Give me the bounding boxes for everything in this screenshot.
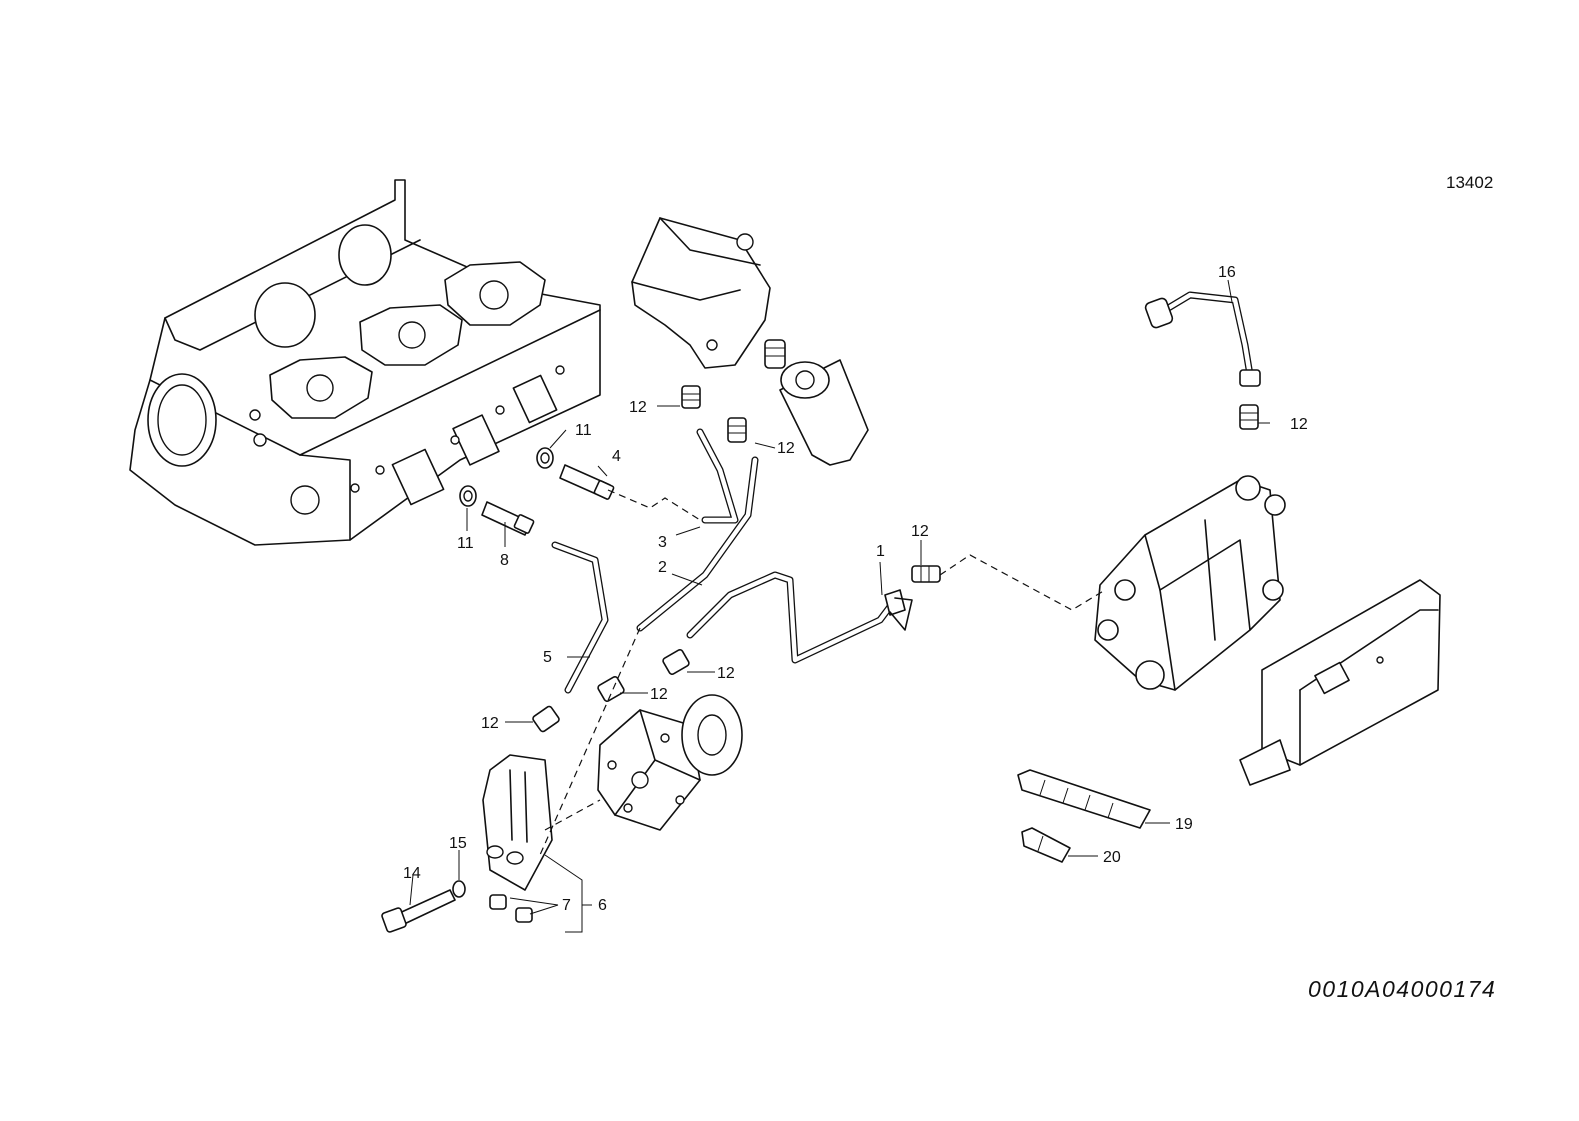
callout-12-lower-b: 12	[650, 686, 668, 703]
callout-4: 4	[612, 448, 621, 465]
callouts: 1 2 3 4 5 6 7 8 11 11 12 12 12 12 12 12 …	[403, 264, 1308, 914]
fuel-pipe-3	[696, 428, 739, 524]
fuel-pump	[597, 694, 743, 831]
callout-3: 3	[658, 534, 667, 551]
callout-12-lower-a: 12	[717, 665, 735, 682]
fuel-filter-cartridge	[779, 359, 869, 466]
callout-11-lower: 11	[457, 535, 474, 552]
callout-1: 1	[876, 543, 885, 560]
reference-number: 13402	[1446, 173, 1493, 192]
callout-5: 5	[543, 649, 552, 666]
plug-7b	[515, 907, 533, 923]
clip-strip-20	[1021, 827, 1071, 863]
fuel-filter-nipple	[764, 339, 786, 369]
drawing-code: 0010A04000174	[1308, 976, 1496, 1002]
callout-2: 2	[658, 559, 667, 576]
fuel-pipe-5	[551, 541, 609, 694]
callout-12-right-top: 12	[1290, 416, 1308, 433]
callout-20: 20	[1103, 849, 1121, 866]
plug-7a	[489, 894, 507, 910]
callout-19: 19	[1175, 816, 1193, 833]
callout-15: 15	[449, 835, 467, 852]
callout-14: 14	[403, 865, 421, 882]
leader-lines	[409, 279, 1270, 933]
fitting-12-lower-b	[597, 676, 625, 702]
banjo-bolt-8	[481, 501, 535, 536]
assembly-lines	[539, 489, 1106, 856]
engine-block	[129, 179, 601, 546]
fitting-12-top-left	[681, 385, 701, 409]
callout-8: 8	[500, 552, 509, 569]
fitting-12-lower-a	[662, 649, 690, 675]
fuel-pipe-2	[636, 456, 899, 664]
fuel-filter-head	[631, 217, 771, 369]
ecu-module	[1239, 579, 1441, 786]
callout-7: 7	[562, 897, 571, 914]
callout-16: 16	[1218, 264, 1236, 281]
callout-6: 6	[598, 897, 607, 914]
pump-bracket-6	[482, 754, 553, 891]
callout-12-upper-mid: 12	[777, 440, 795, 457]
fitting-12-lower-c	[532, 705, 560, 733]
callout-11-upper: 11	[575, 422, 592, 439]
fitting-12-upper-mid	[727, 417, 747, 443]
clip-strip-19	[1017, 769, 1151, 829]
fuel-rail-block	[1094, 475, 1286, 691]
fuel-pipe-16	[1144, 291, 1261, 387]
washer-15	[452, 880, 466, 898]
callout-12-top-left: 12	[629, 399, 647, 416]
banjo-bolt-4	[559, 464, 615, 500]
callout-12-lower-c: 12	[481, 715, 499, 732]
fitting-12-right-top	[1239, 404, 1259, 430]
callout-12-mid: 12	[911, 523, 929, 540]
bolt-14	[381, 889, 456, 933]
fitting-12-mid	[911, 565, 941, 583]
banjo-fitting-1	[884, 589, 913, 631]
